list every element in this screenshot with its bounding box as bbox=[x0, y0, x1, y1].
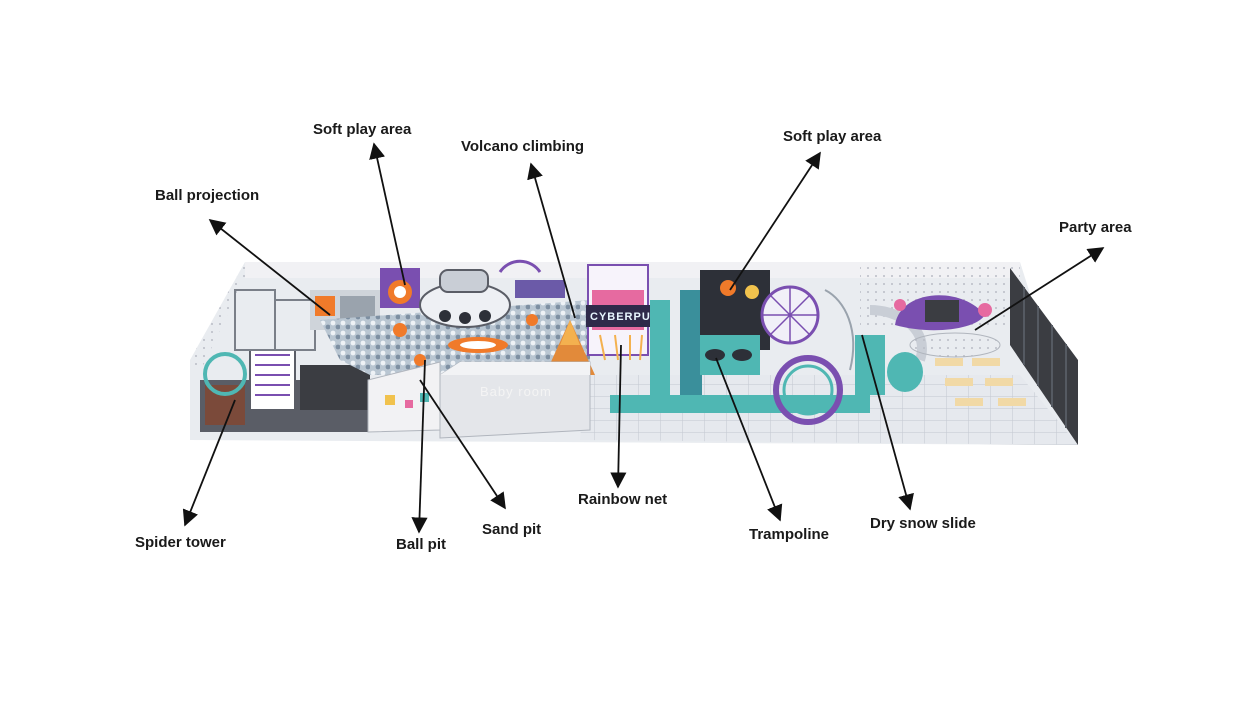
label-sand-pit: Sand pit bbox=[482, 521, 542, 538]
label-ball-projection: Ball projection bbox=[155, 187, 260, 204]
arrow-soft-play-left bbox=[369, 142, 406, 286]
label-ball-pit: Ball pit bbox=[396, 536, 447, 553]
label-spider-tower: Spider tower bbox=[135, 534, 226, 551]
label-trampoline: Trampoline bbox=[749, 526, 830, 543]
spider-tower-structure bbox=[200, 289, 370, 432]
baby-room-box: Baby room bbox=[439, 361, 591, 439]
soft-play-left-structure bbox=[380, 268, 420, 308]
arrow-ball-pit bbox=[411, 359, 428, 534]
arrow-spider-tower bbox=[182, 399, 236, 527]
label-soft-play-right: Soft play area bbox=[783, 128, 882, 145]
party-tables bbox=[935, 358, 1026, 406]
wheel-structure bbox=[760, 285, 843, 425]
volcano-structure bbox=[545, 320, 595, 375]
arrow-dry-snow-slide bbox=[861, 334, 914, 511]
label-rainbow-net: Rainbow net bbox=[578, 491, 668, 508]
ball-pit-area bbox=[320, 300, 590, 375]
party-area-structure bbox=[894, 295, 1026, 406]
arrow-volcano bbox=[527, 162, 576, 319]
baby-room-sign: Baby room bbox=[480, 384, 552, 399]
arrow-soft-play-right bbox=[729, 151, 821, 291]
spaceship-structure bbox=[419, 259, 565, 328]
label-soft-play-left: Soft play area bbox=[313, 121, 412, 138]
teal-pillars bbox=[610, 290, 870, 413]
trampoline-structure bbox=[700, 335, 760, 375]
label-dry-snow-slide: Dry snow slide bbox=[870, 515, 976, 532]
rainbow-net-tower: CYBERPUNK bbox=[586, 264, 669, 361]
label-volcano-climbing: Volcano climbing bbox=[461, 138, 585, 155]
arrow-ball-projection bbox=[208, 218, 331, 316]
label-party-area: Party area bbox=[1059, 219, 1132, 236]
cyberpunk-sign: CYBERPUNK bbox=[590, 311, 669, 323]
arrow-party bbox=[974, 247, 1105, 331]
arrow-trampoline bbox=[715, 357, 783, 522]
right-wall-panels bbox=[1010, 268, 1078, 445]
arrow-rainbow-net bbox=[610, 344, 627, 489]
label-arrows bbox=[182, 142, 1105, 534]
arrow-sand-pit bbox=[419, 379, 506, 510]
